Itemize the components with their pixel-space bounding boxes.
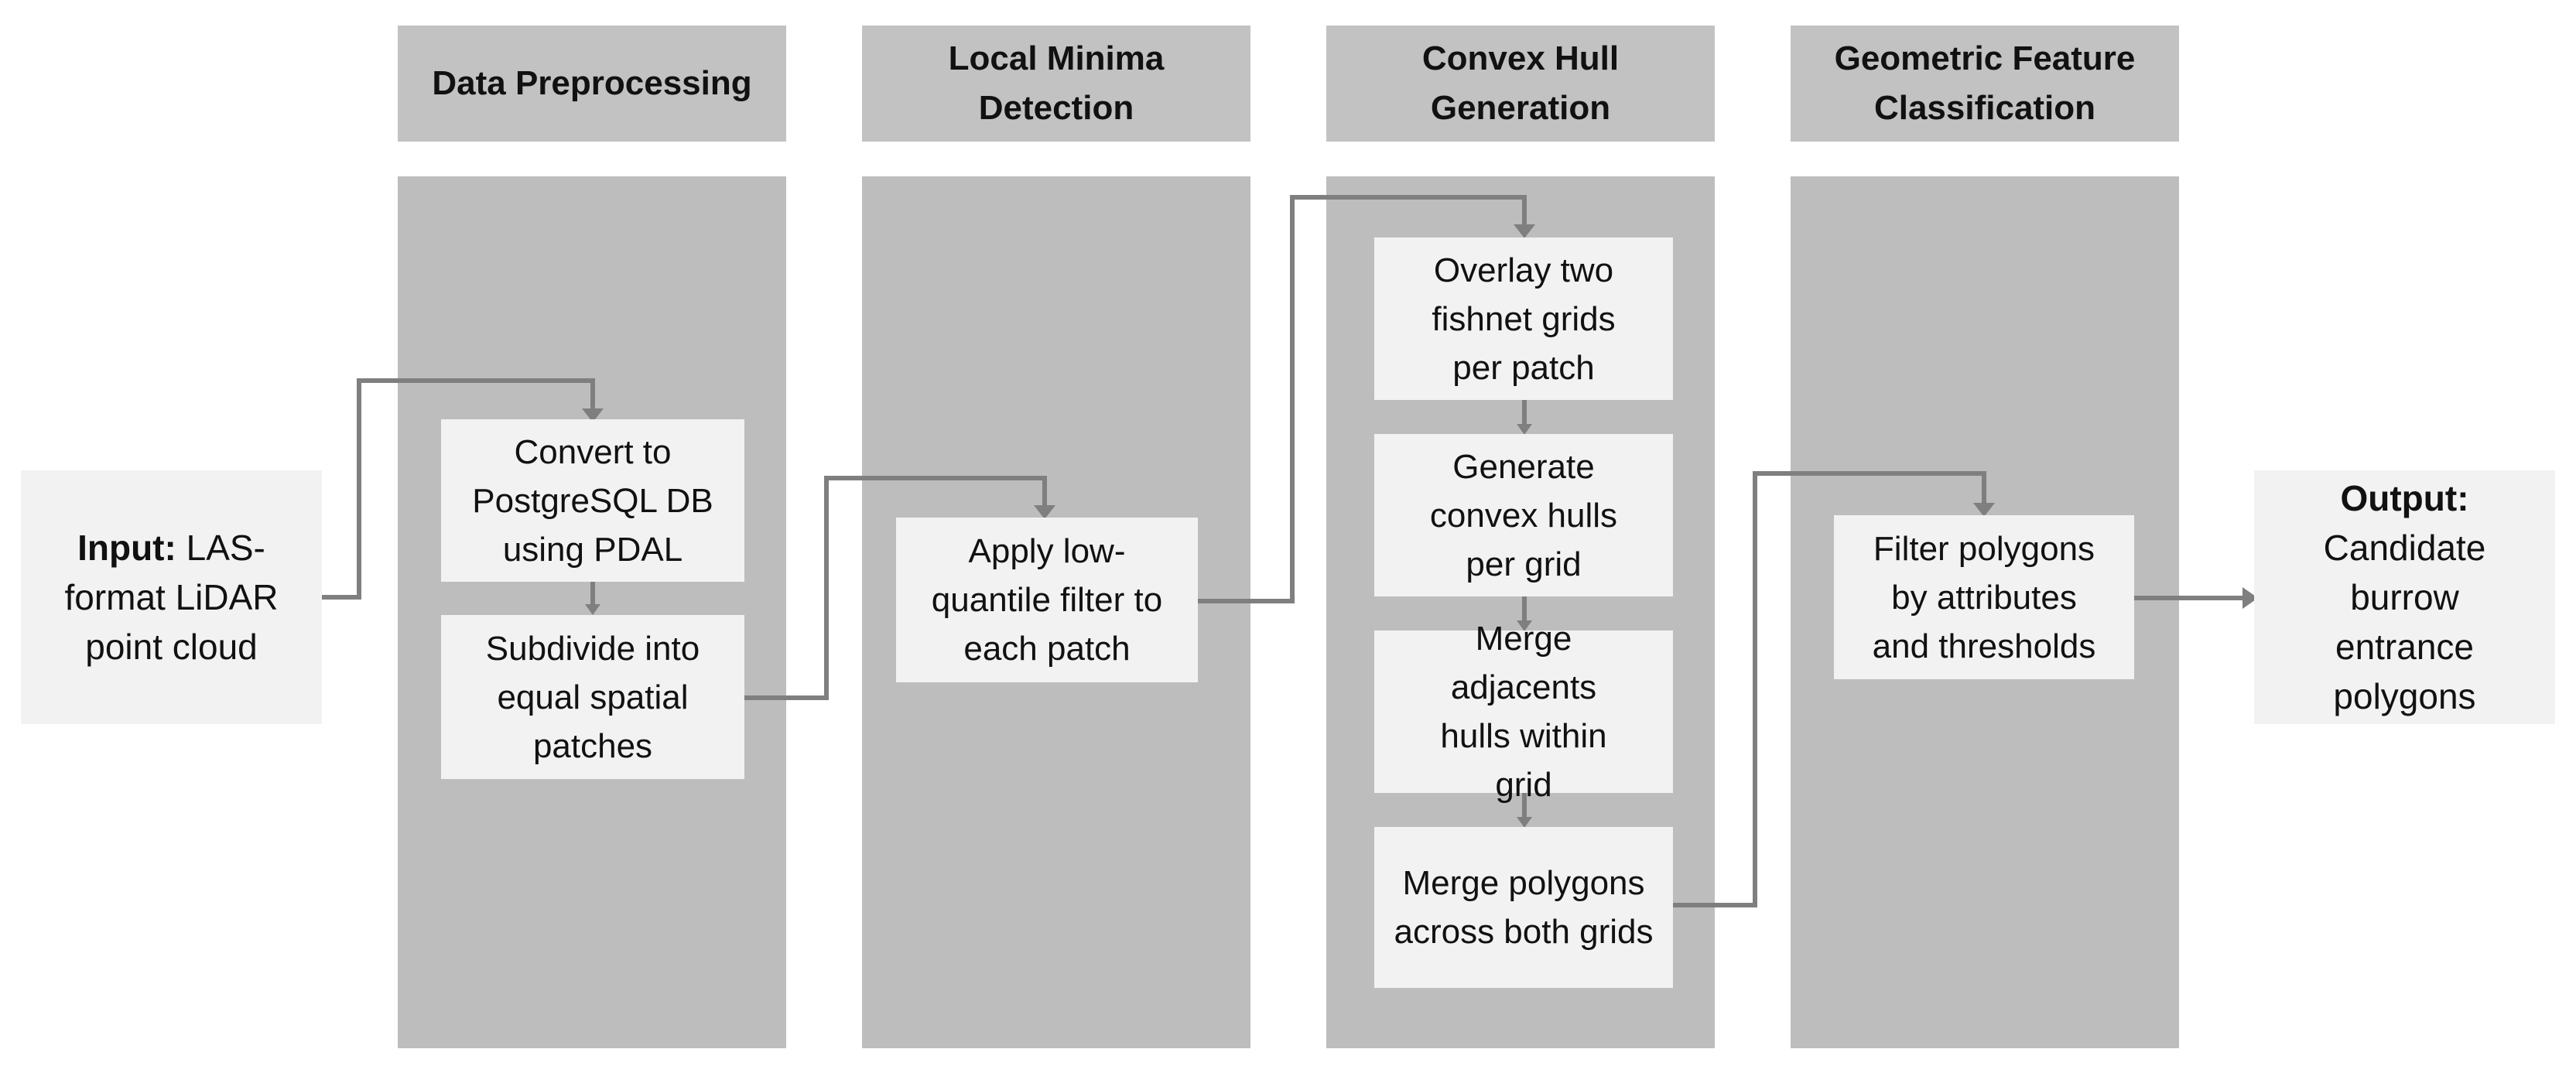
arrowhead-icon <box>2242 587 2258 609</box>
stage-title: Local Minima Detection <box>948 39 1165 127</box>
step-subdivide-patches: Subdivide into equal spatial patches <box>441 615 744 779</box>
step-low-quantile-filter: Apply low-quantile filter to each patch <box>896 518 1198 682</box>
arrowhead-icon <box>1517 620 1532 631</box>
connector-input-to-convert <box>322 378 595 600</box>
step-text: Convert to PostgreSQL DB using PDAL <box>472 432 713 569</box>
arrowhead-icon <box>1517 424 1532 435</box>
step-convert-postgresql: Convert to PostgreSQL DB using PDAL <box>441 419 744 582</box>
step-text: Merge polygons across both grids <box>1394 864 1654 951</box>
input-text: LAS-format LiDAR point cloud <box>64 528 279 667</box>
output-text: Candidate burrow entrance polygons <box>2323 528 2486 716</box>
stage-header-convex-hull-generation: Convex Hull Generation <box>1326 26 1715 142</box>
output-box: Output: Candidate burrow entrance polygo… <box>2254 470 2555 724</box>
connector-quantile-to-overlay <box>1198 195 1527 603</box>
step-overlay-fishnet-grids: Overlay two fishnet grids per patch <box>1374 237 1673 400</box>
arrowhead-icon <box>1973 503 1995 517</box>
stage-title: Data Preprocessing <box>432 64 752 102</box>
step-text: Merge adjacents hulls within grid <box>1440 620 1607 804</box>
step-generate-convex-hulls: Generate convex hulls per grid <box>1374 434 1673 596</box>
arrowhead-icon <box>582 408 604 422</box>
arrowhead-icon <box>1517 817 1532 828</box>
connector-merge-polygons-to-filter <box>1673 471 1986 907</box>
connector-subdivide-to-quantile <box>744 476 1047 700</box>
stage-header-geometric-feature-classification: Geometric Feature Classification <box>1791 26 2179 142</box>
step-merge-polygons-grids: Merge polygons across both grids <box>1374 827 1673 988</box>
stage-title: Convex Hull Generation <box>1421 39 1620 127</box>
step-text: Filter polygons by attributes and thresh… <box>1872 529 2096 665</box>
step-text: Apply low-quantile filter to each patch <box>931 532 1163 668</box>
stage-header-local-minima-detection: Local Minima Detection <box>862 26 1250 142</box>
input-box: Input: LAS-format LiDAR point cloud <box>21 470 322 724</box>
step-filter-polygons: Filter polygons by attributes and thresh… <box>1834 515 2134 679</box>
step-text: Overlay two fishnet grids per patch <box>1432 251 1616 387</box>
arrowhead-icon <box>585 604 600 615</box>
step-merge-adjacent-hulls: Merge adjacents hulls within grid <box>1374 620 1673 804</box>
output-label: Output: <box>2340 478 2469 518</box>
stage-header-data-preprocessing: Data Preprocessing <box>398 26 786 142</box>
step-text: Generate convex hulls per grid <box>1429 447 1618 583</box>
arrowhead-icon <box>1034 505 1055 519</box>
step-text: Subdivide into equal spatial patches <box>485 629 700 765</box>
stage-title: Geometric Feature Classification <box>1834 39 2136 127</box>
input-label: Input: <box>77 528 176 568</box>
arrowhead-icon <box>1514 224 1535 238</box>
